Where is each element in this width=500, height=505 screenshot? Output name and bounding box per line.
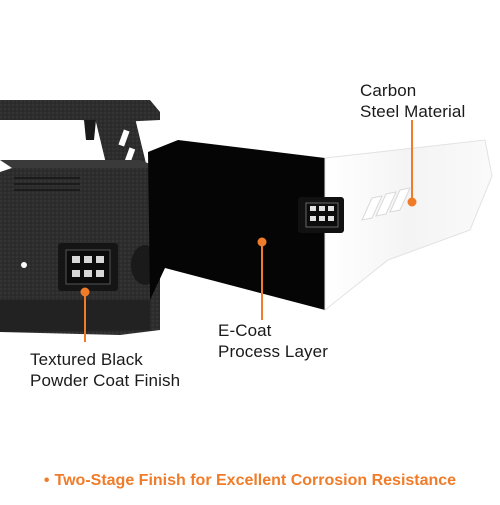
callout-ecoat-line2: Process Layer <box>218 342 328 361</box>
led-light-icon <box>58 243 118 291</box>
callout-e-coat: E-Coat Process Layer <box>218 320 328 362</box>
callout-carbon-line1: Carbon <box>360 81 417 100</box>
powder-coat-section <box>0 100 160 335</box>
callout-powder-line1: Textured Black <box>30 350 143 369</box>
feature-footer: •Two-Stage Finish for Excellent Corrosio… <box>0 472 500 490</box>
callout-dot-ecoat <box>257 237 267 247</box>
footer-text: Two-Stage Finish for Excellent Corrosion… <box>54 472 457 489</box>
callout-powder-line2: Powder Coat Finish <box>30 371 181 390</box>
e-coat-section <box>148 140 325 310</box>
callout-powder-coat: Textured Black Powder Coat Finish <box>30 349 180 391</box>
led-light-icon <box>298 197 344 233</box>
callout-carbon-steel: Carbon Steel Material <box>360 80 465 122</box>
callout-dot-carbon <box>407 197 417 207</box>
callout-carbon-line2: Steel Material <box>360 102 466 121</box>
steel-section <box>324 139 493 312</box>
footer-bullet: • <box>43 472 50 489</box>
callout-ecoat-line1: E-Coat <box>218 321 272 340</box>
callout-dot-powder <box>80 287 90 297</box>
